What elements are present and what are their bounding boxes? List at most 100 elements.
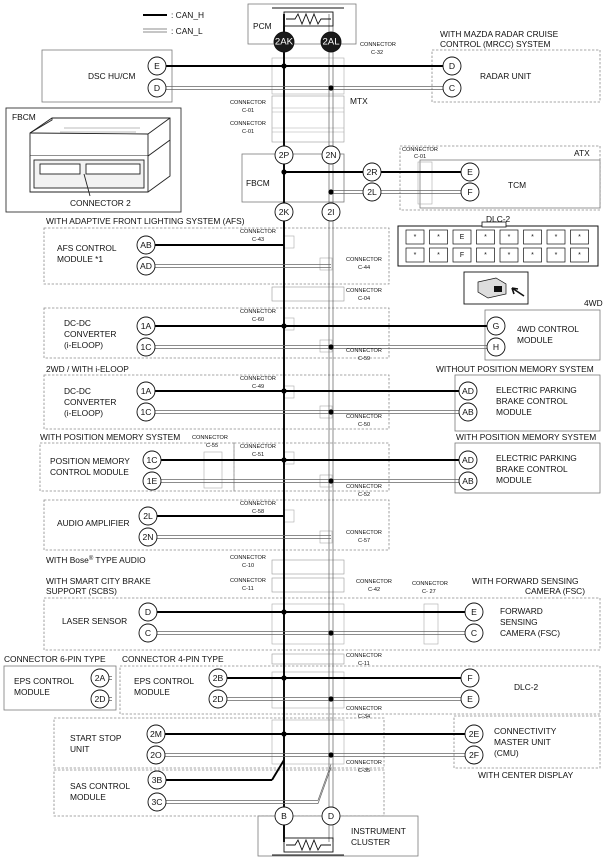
conn-c34-word: CONNECTOR	[346, 706, 382, 712]
junction-dot	[328, 752, 334, 758]
audio-region	[43, 499, 390, 551]
dlc-pin-cell	[523, 229, 542, 245]
pin-label: F	[467, 187, 472, 197]
pin-label: E	[471, 607, 477, 617]
conn-c01b-word: CONNECTOR	[230, 121, 266, 127]
2wd-title: 2WD / WITH i-ELOOP	[46, 364, 129, 374]
pin-dlc-h: F	[460, 668, 480, 688]
pin-label: AB	[140, 240, 152, 250]
ss-label-1: START STOP	[70, 733, 122, 743]
epb2-label-1: ELECTRIC PARKING	[496, 453, 577, 463]
dlc-pin-row2: *	[555, 252, 558, 259]
pin-ss-h: 2M	[146, 724, 166, 744]
4wd-label-2: MODULE	[517, 335, 553, 345]
pin-label: 2L	[143, 511, 153, 521]
pin-label: 2B	[213, 673, 224, 683]
dcdc1-label-2: CONVERTER	[64, 329, 116, 339]
pin-label: 1C	[141, 342, 152, 352]
pin-label: 1A	[141, 386, 152, 396]
branch-wire-can-l	[317, 767, 332, 804]
4wd-title: 4WD	[584, 298, 603, 308]
mrcc-title-2: CONTROL (MRCC) SYSTEM	[440, 39, 550, 49]
dlc-pin-row1: *	[414, 234, 417, 241]
junction-dot	[281, 63, 287, 69]
mtx-connector-area	[271, 95, 345, 143]
pin-label: AB	[462, 407, 474, 417]
bose-title-sup: ®	[89, 555, 94, 562]
dlc-pin-row1: *	[484, 234, 487, 241]
tcm-box	[419, 159, 601, 209]
conn-c50: C-50	[358, 422, 370, 428]
dlc2-plug-icon	[463, 271, 529, 305]
dsc-label: DSC HU/CM	[88, 71, 135, 81]
dlc-pin-row1: *	[508, 234, 511, 241]
dlc-pin-row1: *	[437, 234, 440, 241]
eps4-label-2: MODULE	[134, 687, 170, 697]
pin-label: 2K	[279, 207, 290, 217]
dlc2-connector-face: **E***** **F*****	[397, 221, 599, 267]
conn-c50-word: CONNECTOR	[346, 414, 382, 420]
pin-label: 2D	[213, 694, 224, 704]
conn-c59: C-59	[358, 356, 370, 362]
pin-dsc-l: D	[147, 78, 167, 98]
conn-c10-word: CONNECTOR	[230, 555, 266, 561]
connector-labels: CONNECTOR C-32 CONNECTOR C-01 CONNECTOR …	[192, 42, 448, 774]
pin-fwd-l: H	[486, 337, 506, 357]
dlc-pin-row2: *	[414, 252, 417, 259]
ic-label-1: INSTRUMENT	[351, 826, 406, 836]
pin-label: 2N	[326, 150, 337, 160]
pin-label: D	[449, 61, 455, 71]
conn-c58: C-58	[252, 509, 264, 515]
eps6-title: CONNECTOR 6-PIN TYPE	[4, 654, 106, 664]
conn-c43: C-43	[252, 237, 264, 243]
afs-title: WITH ADAPTIVE FRONT LIGHTING SYSTEM (AFS…	[46, 216, 245, 226]
pin-fbcm-tcm-h: 2R	[362, 162, 382, 182]
pin-fbcm-c: 2K	[274, 202, 294, 222]
scbs-title-2: SUPPORT (SCBS)	[46, 586, 117, 596]
pin-epb2-h: AD	[458, 450, 478, 470]
conn-c42-word: CONNECTOR	[356, 579, 392, 585]
junction-dot	[328, 696, 334, 702]
pin-label: AD	[462, 386, 474, 396]
dlc2-top-label: DLC-2	[486, 214, 511, 224]
pm-bus-region	[233, 442, 390, 492]
cmu-label-1: CONNECTIVITY	[494, 726, 557, 736]
junction-dot	[328, 344, 334, 350]
pin-label: C	[449, 83, 455, 93]
pcm-resistor	[272, 7, 344, 27]
branch-wire-can-h	[271, 759, 285, 781]
ss-label-2: UNIT	[70, 744, 90, 754]
legend-can-l: : CAN_L	[171, 26, 203, 36]
pin-dcdc1-h: 1A	[136, 316, 156, 336]
conn-c27-word: CONNECTOR	[412, 581, 448, 587]
dlc-pin-cell	[499, 229, 519, 245]
c11-connector-area	[271, 577, 345, 593]
conn-c57-word: CONNECTOR	[346, 530, 382, 536]
pin-tcm-l: F	[460, 182, 480, 202]
junction-dot	[281, 169, 287, 175]
conn-c04-word: CONNECTOR	[346, 288, 382, 294]
pin-label: B	[281, 811, 287, 821]
dcdc1-region	[43, 307, 390, 359]
dlc-pin-cell	[570, 247, 589, 263]
eps6-label-2: MODULE	[14, 687, 50, 697]
pin-label: E	[154, 61, 160, 71]
pin-label: C	[471, 628, 477, 638]
pin-dsc-h: E	[147, 56, 167, 76]
bose-title-b: TYPE AUDIO	[93, 555, 146, 565]
dlc-pin-row2: *	[531, 252, 534, 259]
dlc-pin-row1: *	[578, 234, 581, 241]
pin-dlc-l: E	[460, 689, 480, 709]
fbcm-label: FBCM	[246, 178, 270, 188]
epb2-box	[454, 442, 601, 494]
mrcc-title-1: WITH MAZDA RADAR CRUISE	[440, 29, 559, 39]
pin-afs-l: AD	[136, 256, 156, 276]
dlc-pin-cell	[405, 247, 425, 263]
junction-dot	[328, 189, 334, 195]
conn-c01a-word: CONNECTOR	[230, 100, 266, 106]
conn-c34: C-34	[358, 714, 370, 720]
laser-label: LASER SENSOR	[62, 616, 127, 626]
audio-label: AUDIO AMPLIFIER	[57, 518, 130, 528]
pin-ic-l: D	[321, 806, 341, 826]
pin-label: 1C	[147, 455, 158, 465]
